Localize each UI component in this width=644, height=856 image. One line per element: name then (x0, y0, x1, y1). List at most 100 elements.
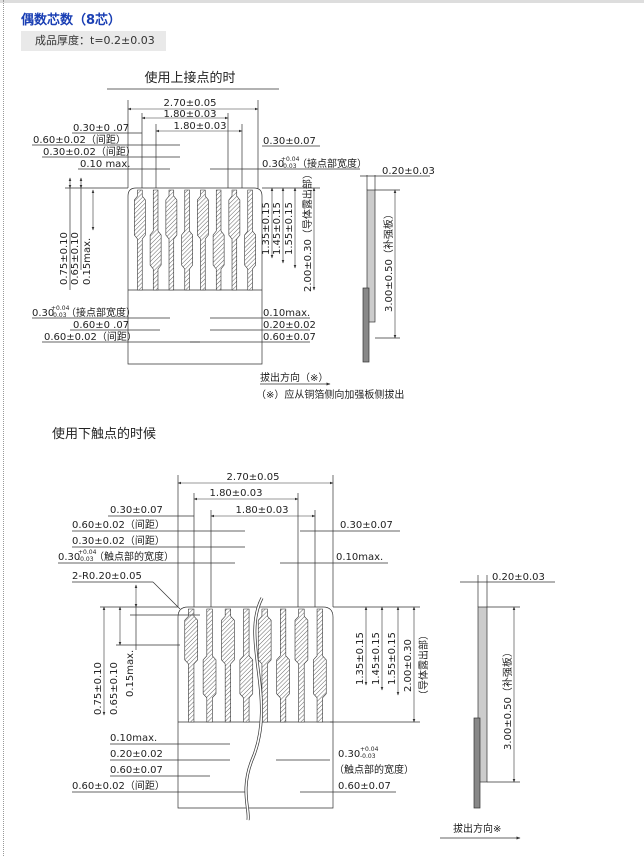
dim-br-060: 0.60±0.07 (338, 781, 391, 792)
dim-br-020: 0.20±0.02 (263, 320, 316, 331)
dim-max-010: 0.10max. (336, 552, 383, 563)
dim-v300: 3.00±0.50（补强板） (501, 647, 514, 750)
dim-left-edge: 0.30±0 .07 (73, 123, 129, 134)
top-border (0, 0, 644, 3)
left-verticals: 0.75±0.10 0.65±0.10 0.15max. (93, 584, 200, 716)
contact-finger (134, 189, 146, 291)
tol-minus: -0.03 (51, 312, 67, 319)
contact-finger (294, 608, 309, 723)
dim-pitch-a: 1.80±0.03 (164, 109, 217, 120)
dim-br-060: 0.60±0.07 (263, 332, 316, 343)
tol-minus: -0.03 (78, 556, 94, 563)
dim-v145: 1.45±0.15 (371, 632, 382, 685)
dim-max-010: 0.10 max. (80, 159, 130, 170)
dim-thickness: 0.20±0.03 (492, 572, 545, 583)
dim-v065: 0.65±0.10 (70, 232, 81, 285)
dim-gap: 0.30±0.02（间距） (72, 534, 165, 547)
right-verticals: 1.35±0.15 1.45±0.15 1.55±0.15 2.00±0.30 … (330, 606, 430, 723)
dim-v135: 1.35±0.15 (355, 632, 366, 685)
dim-v135: 1.35±0.15 (261, 202, 272, 255)
dim-bl-060: 0.60±0 .07 (73, 320, 129, 331)
dim-gap: 0.30±0.02（间距） (43, 145, 136, 158)
left-dotted-border (3, 0, 4, 856)
tol-plus: +0.04 (360, 746, 379, 753)
dim-pitch-a: 1.80±0.03 (210, 488, 263, 499)
dim-overall: 2.70±0.05 (164, 98, 217, 109)
dim-v015: 0.15max. (82, 238, 93, 285)
dim-v200: 2.00±0.30 (403, 639, 414, 692)
dim-bl-020: 0.20±0.02 (110, 749, 163, 760)
tol-minus: -0.03 (360, 753, 376, 760)
bottom-drawing: 使用下触点的时候 2.70±0.05 1.80±0.03 1.80±0.03 0… (52, 426, 555, 840)
dim-pitch-b: 1.80±0.03 (174, 121, 227, 132)
dim-left-edge: 0.30±0.07 (110, 505, 163, 516)
dim-br-contact-label: （触点部的宽度） (334, 763, 414, 776)
contact-finger (257, 608, 272, 723)
dim-v015: 0.15max. (125, 650, 136, 697)
section-title: 偶数芯数（8芯） (21, 13, 122, 28)
dim-bl-060: 0.60±0.07 (110, 765, 163, 776)
contact-finger (244, 189, 256, 291)
contact-finger (181, 189, 193, 291)
contact-finger (165, 189, 178, 291)
thickness-spec: 成品厚度：t=0.2±0.03 (21, 31, 166, 51)
dim-v075: 0.75±0.10 (93, 662, 104, 715)
dim-contact-label: （触点部的宽度） (94, 550, 174, 563)
dim-bl-contact: 0.30 (32, 308, 54, 319)
top-drawing-title: 使用上接点的时 (144, 70, 235, 86)
dim-pitch-b: 1.80±0.03 (236, 505, 289, 516)
dim-v155: 1.55±0.15 (284, 202, 295, 255)
dim-pitch-gap: 0.60±0.02（间距） (33, 133, 126, 146)
dim-v155: 1.55±0.15 (387, 632, 398, 685)
dim-br-contact: 0.30 (338, 749, 360, 760)
dim-v145: 1.45±0.15 (272, 202, 283, 255)
dim-right-edge: 0.30±0.07 (340, 520, 393, 531)
bottom-fingers (184, 608, 327, 723)
dim-right-edge: 0.30±0.07 (263, 136, 316, 147)
dim-br-010: 0.10max. (263, 308, 310, 319)
dim-contact-width: 0.30 (262, 159, 284, 170)
contact-finger (184, 608, 198, 723)
contact-finger (221, 608, 235, 723)
dim-v200: 2.00±0.30（导体露出部） (301, 169, 314, 292)
top-side-view: 0.20±0.03 3.00±0.50（补强板） (360, 166, 435, 363)
contact-finger (239, 608, 254, 723)
pull-direction: 拔出方向（※） (260, 371, 328, 384)
dim-v200-label: （导体露出部） (417, 630, 430, 700)
bottom-connector-body (177, 606, 334, 809)
pull-direction: 拔出方向※ (453, 822, 501, 835)
bottom-side-view: 0.20±0.03 3.00±0.50（补强板） (460, 572, 555, 809)
pull-note: （※）应从铜箔侧向加强板侧拔出 (256, 388, 404, 401)
tol-minus: -0.03 (281, 163, 297, 170)
dim-bl-pitch: 0.60±0.02（间距） (44, 330, 137, 343)
dim-contact-width-label: （接点部宽度） (297, 157, 367, 170)
break-line (245, 597, 263, 821)
dim-overall: 2.70±0.05 (227, 472, 280, 483)
top-fingers (134, 189, 256, 291)
dim-contact: 0.30 (58, 552, 80, 563)
tol-plus: +0.04 (281, 156, 300, 163)
contact-finger (197, 189, 209, 291)
dim-v065: 0.65±0.10 (109, 662, 120, 715)
contact-finger (212, 189, 225, 291)
dim-bl-pitch: 0.60±0.02（间距） (72, 779, 165, 792)
top-drawing: 使用上接点的时 2.70±0.05 1.80±0.03 1.80±0.03 0.… (32, 70, 435, 401)
left-verticals: 0.75±0.10 0.65±0.10 0.15max. (59, 177, 128, 290)
contact-finger (276, 608, 290, 723)
dim-radius: 2-R0.20±0.05 (72, 571, 142, 582)
contact-finger (228, 189, 241, 291)
dim-bl-contact-label: （接点部宽度） (66, 306, 136, 319)
right-verticals: 1.35±0.15 1.45±0.15 1.55±0.15 2.00±0.30（… (261, 169, 320, 292)
contact-finger (149, 189, 162, 291)
tol-plus: +0.04 (51, 305, 70, 312)
contact-finger (202, 608, 217, 723)
dim-v075: 0.75±0.10 (59, 232, 70, 285)
tol-plus: +0.04 (78, 549, 97, 556)
dim-pitch-gap: 0.60±0.02（间距） (72, 518, 165, 531)
contact-finger (313, 608, 327, 723)
bottom-drawing-title: 使用下触点的时候 (52, 426, 156, 442)
top-connector-body (127, 187, 263, 365)
dim-bl-010: 0.10max. (110, 733, 157, 744)
dim-v300: 3.00±0.50（补强板） (382, 209, 395, 312)
